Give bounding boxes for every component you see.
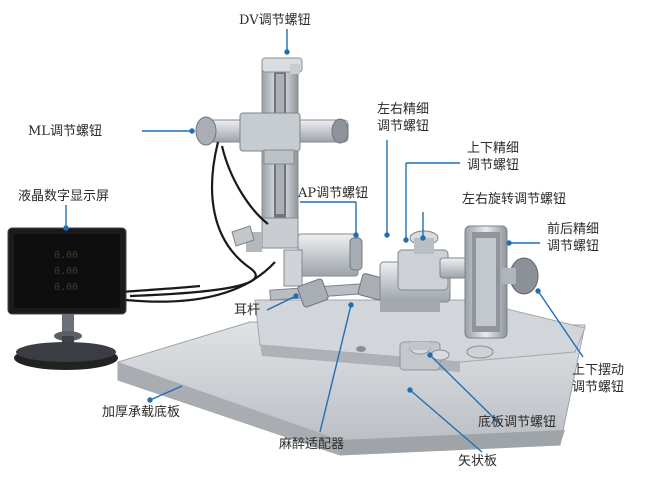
label-lr-fine-knob: 左右精细调节螺钮 (376, 102, 429, 134)
label-base-knob: 底板调节螺钮 (478, 415, 557, 430)
label-fb-fine-knob: 前后精细调节螺钮 (546, 222, 599, 254)
anesthesia-port (356, 346, 366, 352)
lcd-reading-1: 0.00 (54, 250, 78, 261)
label-base-plate: 加厚承载底板 (102, 405, 181, 420)
cables (119, 141, 276, 303)
label-lcd-screen: 液晶数字显示屏 (18, 189, 110, 204)
ml-bar-shape (195, 112, 349, 165)
label-ud-swing-knob: 上下摆动调节螺钮 (571, 363, 624, 395)
leader-lines (63, 29, 584, 453)
fb-assembly-shape (464, 225, 539, 339)
label-dv-knob: DV调节螺钮 (239, 13, 311, 28)
label-ud-fine-knob: 上下精细调节螺钮 (466, 141, 519, 173)
label-lr-rotation-knob: 左右旋转调节螺钮 (462, 192, 567, 207)
label-ap-knob: AP调节螺钮 (298, 186, 369, 201)
carrier-shape (231, 217, 363, 287)
label-anesthesia-adapter: 麻醉适配器 (279, 437, 345, 452)
lcd-reading-2: 0.00 (54, 266, 78, 277)
lcd-reading-3: 0.00 (54, 282, 78, 293)
base-knob-shape (409, 341, 494, 361)
label-ear-bar: 耳杆 (234, 303, 261, 318)
label-ml-knob: ML调节螺钮 (28, 124, 102, 139)
lcd-display-shape: 0.00 0.00 0.00 (7, 227, 127, 370)
label-sagittal-plate: 矢状板 (458, 454, 498, 469)
